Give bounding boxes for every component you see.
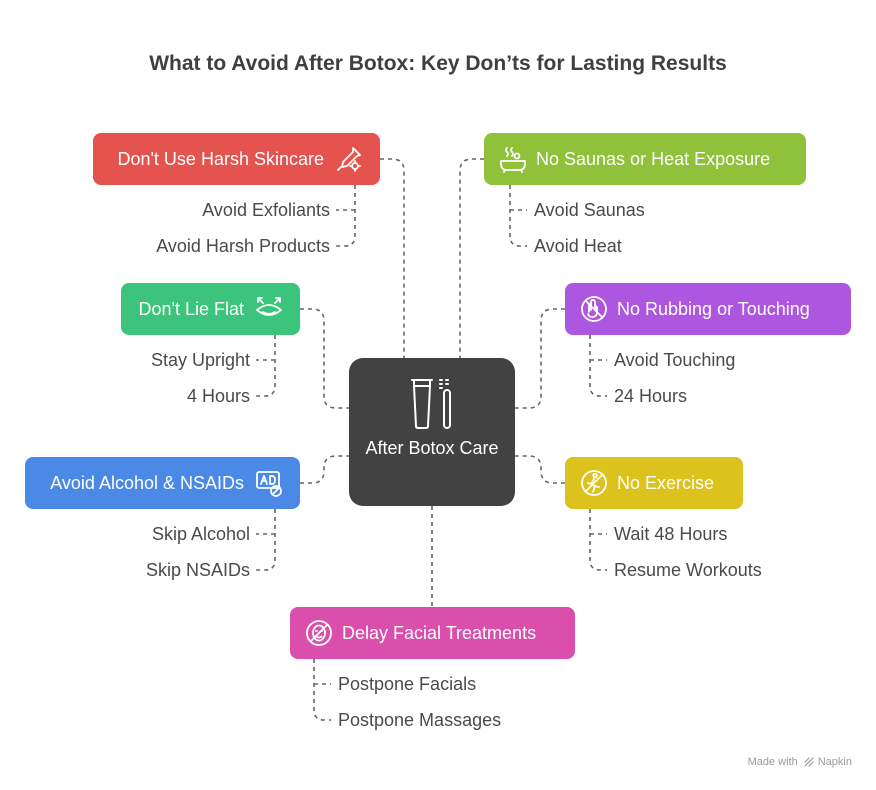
center-node: After Botox Care [349,358,515,506]
center-label: After Botox Care [365,438,499,458]
connector-rubbing-items [589,335,607,397]
branch-lie-flat-label: Don't Lie Flat [138,298,245,319]
branch-facial: Delay Facial Treatments [290,607,575,659]
facial-item-1: Postpone Facials [338,674,477,694]
napkin-logo-icon [804,757,814,767]
branch-skincare: Don't Use Harsh Skincare [93,133,380,185]
exercise-item-2: Resume Workouts [614,560,762,580]
facial-item-2: Postpone Massages [338,710,502,730]
branch-exercise-label: No Exercise [617,472,715,493]
alcohol-item-1: Skip Alcohol [151,524,250,544]
connector-skincare [380,158,405,358]
connector-exercise-items [589,509,607,571]
no-ad-icon [254,468,284,498]
connector-facial-items [313,659,331,721]
connector-skincare-items [336,185,356,247]
diagram-title: What to Avoid After Botox: Key Don’ts fo… [149,52,727,75]
no-touch-icon [579,294,609,324]
connector-exercise [515,455,565,484]
sauna-item-2: Avoid Heat [534,236,622,256]
lying-face-icon [254,294,284,324]
lie-flat-item-1: Stay Upright [150,350,250,370]
skincare-item-1: Avoid Exfoliants [202,200,330,220]
rubbing-item-2: 24 Hours [614,386,688,406]
dropper-icon [334,144,364,174]
connector-alcohol [300,455,349,484]
lie-flat-item-2: 4 Hours [186,386,250,406]
skincare-item-2: Avoid Harsh Products [156,236,330,256]
branch-skincare-label: Don't Use Harsh Skincare [117,148,324,169]
sauna-item-1: Avoid Saunas [534,200,645,220]
connector-lie-flat-items [256,335,276,397]
made-with-text: Made with [747,756,798,768]
exercise-item-1: Wait 48 Hours [614,524,728,544]
branch-rubbing-label: No Rubbing or Touching [617,298,810,319]
connector-alcohol-items [256,509,276,571]
connector-rubbing [515,308,565,409]
branch-sauna-label: No Saunas or Heat Exposure [536,148,771,169]
branch-alcohol-label: Avoid Alcohol & NSAIDs [50,472,244,493]
napkin-brand-text: Napkin [817,756,852,768]
connector-sauna-items [509,185,527,247]
branch-sauna: No Saunas or Heat Exposure [484,133,806,185]
alcohol-item-2: Skip NSAIDs [145,560,250,580]
rubbing-item-1: Avoid Touching [614,350,736,370]
branch-alcohol: Avoid Alcohol & NSAIDs [25,457,300,509]
connector-sauna [459,158,484,358]
branch-exercise: No Exercise [565,457,743,509]
branch-lie-flat: Don't Lie Flat [121,283,300,335]
tube-and-brush-icon [411,379,451,429]
branch-facial-label: Delay Facial Treatments [342,622,537,643]
no-exercise-icon [579,468,609,498]
no-face-icon [304,618,334,648]
footer-credit: Made with Napkin [748,756,852,768]
hot-tub-icon [498,144,528,174]
connector-lie-flat [300,308,349,409]
branch-rubbing: No Rubbing or Touching [565,283,851,335]
